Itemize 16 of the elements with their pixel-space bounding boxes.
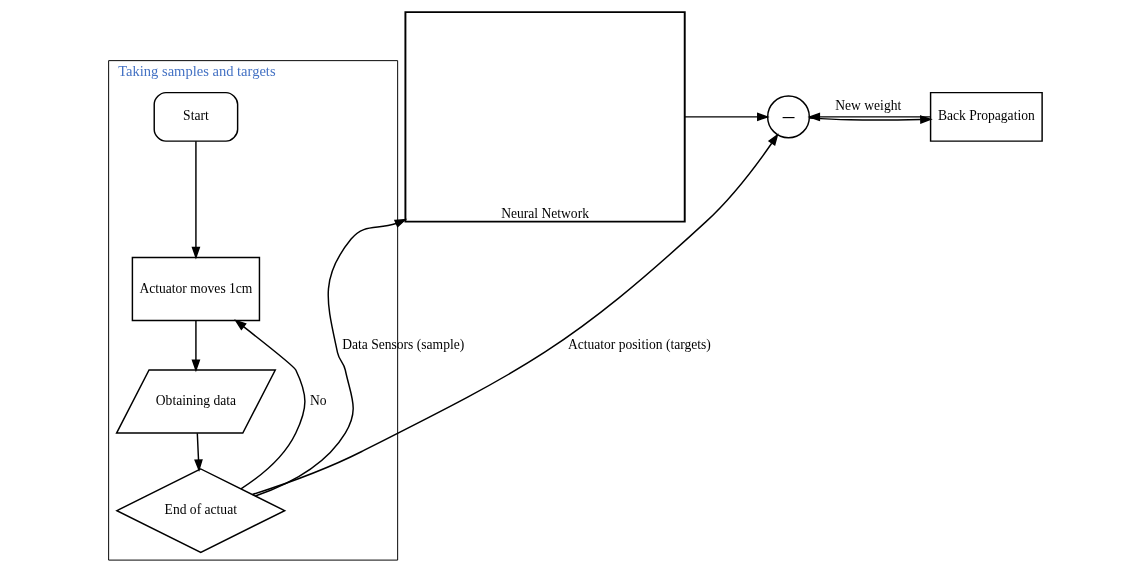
arrow <box>233 319 306 490</box>
arrow <box>191 320 200 373</box>
edge-label: Actuator position (targets) <box>567 336 711 352</box>
node-box: Actuator moves 1cm <box>131 256 260 322</box>
node-box: Back Propagation <box>929 91 1043 142</box>
arrow <box>254 218 407 497</box>
node-box: Start <box>153 91 238 142</box>
arrow <box>191 140 200 260</box>
node-box: Neural Network <box>403 11 686 223</box>
edge-label: New weight <box>834 98 901 114</box>
arrow <box>193 432 203 472</box>
arrow <box>683 112 770 122</box>
node-diamond: End of actuat <box>114 468 286 554</box>
arrow <box>251 133 779 496</box>
node-circle: – <box>766 95 810 139</box>
edge-label: No <box>309 393 327 409</box>
